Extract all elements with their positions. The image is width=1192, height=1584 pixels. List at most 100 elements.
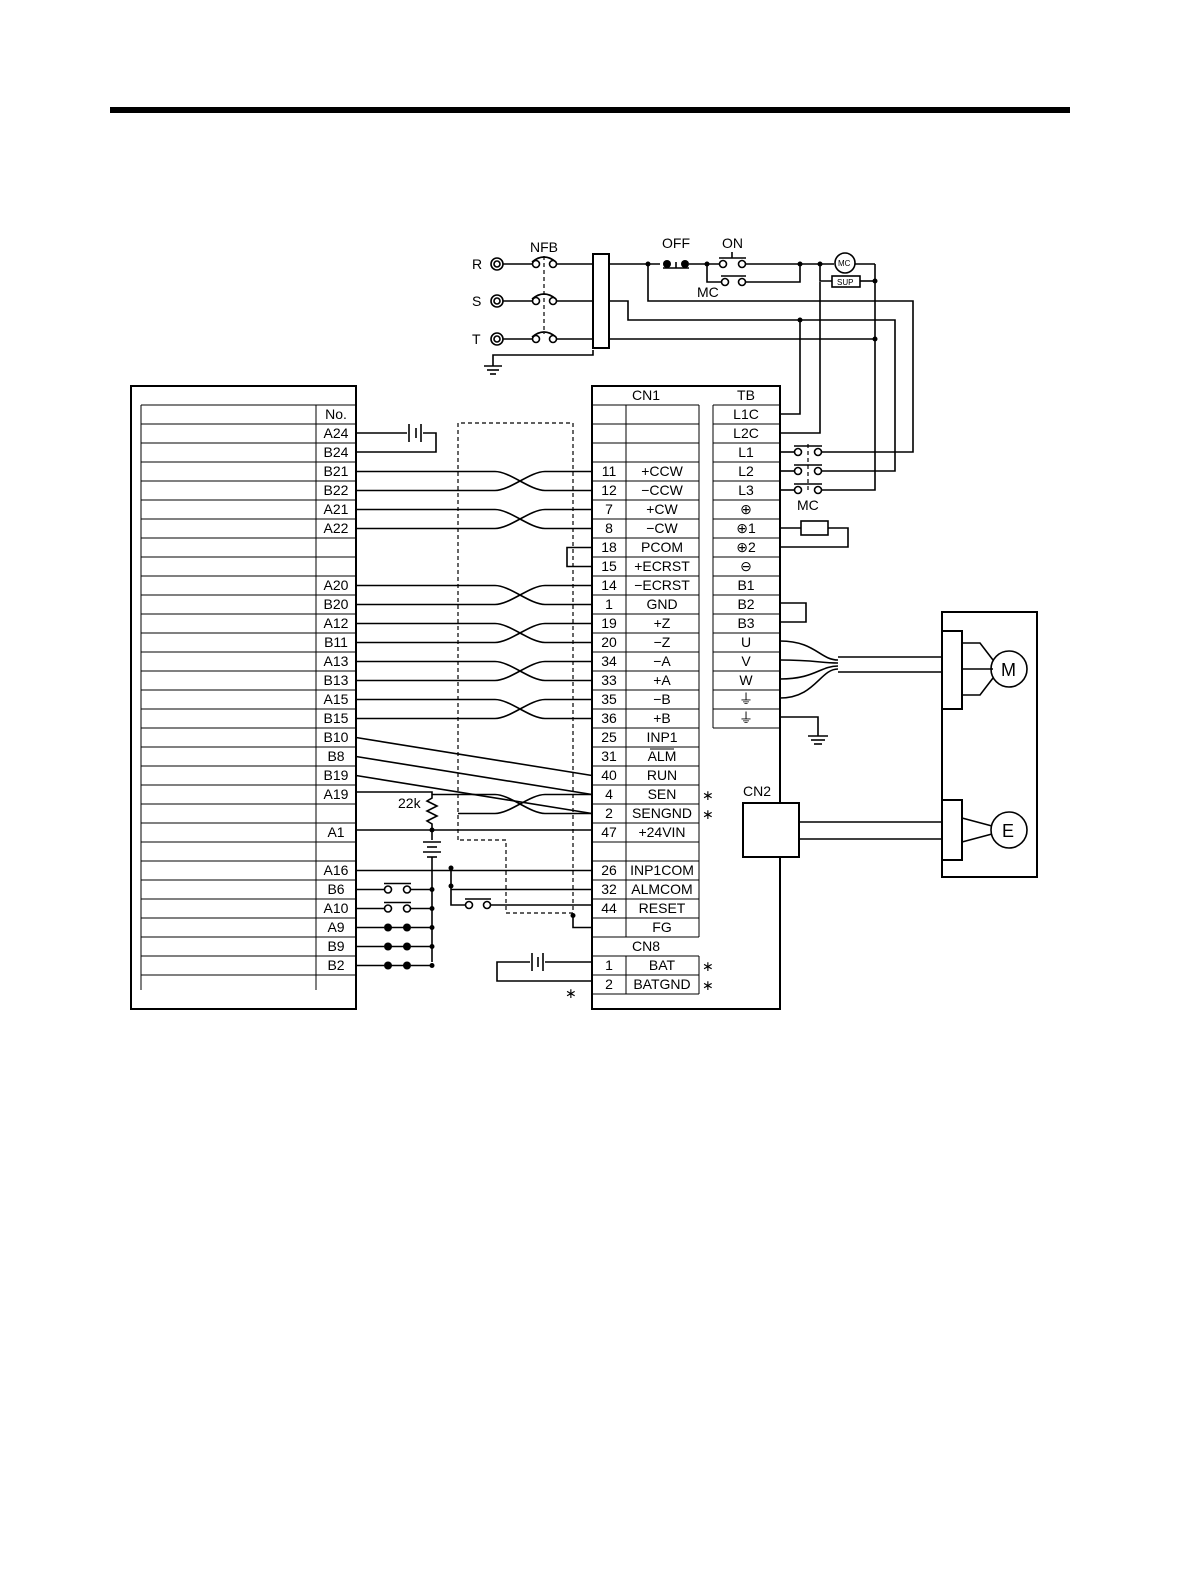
ctrl-pin-label: A20 xyxy=(324,577,349,593)
cn1-pin-number: 40 xyxy=(601,767,617,783)
b2-b3-jumper xyxy=(780,602,807,623)
ctrl-pin-label: A19 xyxy=(324,786,349,802)
ctrl-pin-label: A13 xyxy=(324,653,349,669)
cn1-signal-name: −Z xyxy=(654,634,671,650)
junction-dot xyxy=(429,963,435,968)
cn1-signal-name: +A xyxy=(653,672,671,688)
tb-terminal-label: W xyxy=(739,672,753,688)
cn1-pin-number: 34 xyxy=(601,653,617,669)
junction-dot xyxy=(429,906,435,911)
ctrl-pin-label: B13 xyxy=(324,672,349,688)
cn1-signal-name: +Z xyxy=(654,615,671,631)
reset-switch-icon xyxy=(448,865,592,910)
tb-terminal-label: B2 xyxy=(737,596,754,612)
ctrl-pin-label: B21 xyxy=(324,463,349,479)
tb-terminal-label: B3 xyxy=(737,615,754,631)
encoder-label: E xyxy=(1002,821,1014,841)
mc-coil-label: MC xyxy=(838,259,851,268)
cable-shield-outline xyxy=(457,422,574,914)
sup-label: SUP xyxy=(837,278,853,287)
cn1-signal-name: −CW xyxy=(646,520,678,536)
cn1-signal-name: RUN xyxy=(647,767,677,783)
controller-switches xyxy=(356,827,435,970)
cn1-pin-number: 18 xyxy=(601,539,617,555)
ctrl-header-label: No. xyxy=(325,406,347,422)
cn1-pin-number: 1 xyxy=(605,596,613,612)
ctrl-pin-label: B20 xyxy=(324,596,349,612)
cn8-signal-name: BAT xyxy=(649,957,676,973)
fg-wire xyxy=(572,915,592,929)
cn1-pin-number: 12 xyxy=(601,482,617,498)
ctrl-pin-label: A9 xyxy=(327,919,344,935)
tb-terminal-label: ⊖ xyxy=(740,558,752,574)
nfb-label: NFB xyxy=(530,239,558,255)
cn1-signal-name: +B xyxy=(653,710,671,726)
cn1-signal-name: SENGND xyxy=(632,805,692,821)
phase-terminals xyxy=(490,257,504,346)
tb-terminal-label: V xyxy=(741,653,751,669)
tb-terminal-label: U xyxy=(741,634,751,650)
cn1-pin-number: 31 xyxy=(601,748,617,764)
twisted-pair-wire xyxy=(432,793,592,815)
cn1-pin-number: 32 xyxy=(601,881,617,897)
tb-terminal-label: ⊕1 xyxy=(736,520,756,536)
ctrl-pin-label: B8 xyxy=(327,748,344,764)
twisted-pair-wire xyxy=(356,584,592,606)
junction-dot xyxy=(570,913,576,918)
mc-aux-label: MC xyxy=(697,284,719,300)
cn1-pin-number: 4 xyxy=(605,786,613,802)
cn1-signal-name: +CW xyxy=(646,501,678,517)
twisted-pair-wire xyxy=(458,793,592,815)
tb-terminal-label: ⏚ xyxy=(739,691,753,707)
twisted-pair-wire xyxy=(356,584,592,606)
junction-dots xyxy=(645,261,878,342)
battery-asterisk: ∗ xyxy=(565,985,577,1001)
tb-ground-icon xyxy=(780,716,828,745)
twisted-pair-wire xyxy=(356,508,592,530)
tb-terminal-label: ⏚ xyxy=(739,710,753,726)
cn1-pin-number: 11 xyxy=(602,463,617,479)
controller-pin-table: No.A24B24B21B22A21A22A20B20A12B11A13B13A… xyxy=(140,404,356,990)
ctrl-pin-label: B19 xyxy=(324,767,349,783)
ctrl-pin-label: B9 xyxy=(327,938,344,954)
ctrl-pin-label: B10 xyxy=(324,729,349,745)
on-switch-icon xyxy=(706,252,801,287)
tb-terminal-label: L1 xyxy=(738,444,754,460)
cn8-title: CN8 xyxy=(632,938,660,954)
tb-terminal-label: L1C xyxy=(733,406,759,422)
tb-terminal-label: L2C xyxy=(733,425,759,441)
twisted-pair-wire xyxy=(356,508,592,530)
mc-coil-icon xyxy=(834,252,856,274)
ctrl-pin-label: A1 xyxy=(327,824,344,840)
mc-contactor-icon xyxy=(780,444,823,495)
cn1-signal-name: INP1 xyxy=(646,729,677,745)
cn1-pin-number: 44 xyxy=(601,900,617,916)
cn8-pin-number: 2 xyxy=(605,976,613,992)
ctrl-pin-label: B6 xyxy=(327,881,344,897)
cn1-pin-number: 15 xyxy=(601,558,617,574)
cn1-signal-name: FG xyxy=(652,919,671,935)
cn1-signal-name: ALMCOM xyxy=(631,881,692,897)
motor-icon xyxy=(990,650,1028,688)
ctrl-pin-label: A10 xyxy=(324,900,349,916)
ctrl-pin-label: A16 xyxy=(324,862,349,878)
encoder-icon xyxy=(990,811,1028,849)
resistor-22k-icon xyxy=(356,791,592,962)
cn1-pin-number: 2 xyxy=(605,805,613,821)
twisted-pair-wire xyxy=(356,622,592,644)
pcom-ecrst-jumper xyxy=(566,546,592,568)
cn1-asterisk: ∗ xyxy=(702,806,714,822)
cn8-asterisk: ∗ xyxy=(702,977,714,993)
cn1-pin-number: 33 xyxy=(601,672,617,688)
phase-s-label: S xyxy=(472,293,481,309)
cn1-pin-number: 20 xyxy=(601,634,617,650)
resistor-22k-label: 22k xyxy=(398,795,422,811)
cn1-pin-number: 36 xyxy=(601,710,617,726)
cn1-pin-number: 35 xyxy=(601,691,617,707)
cn8-signal-name: BATGND xyxy=(633,976,690,992)
twisted-pair-wire xyxy=(356,698,592,720)
